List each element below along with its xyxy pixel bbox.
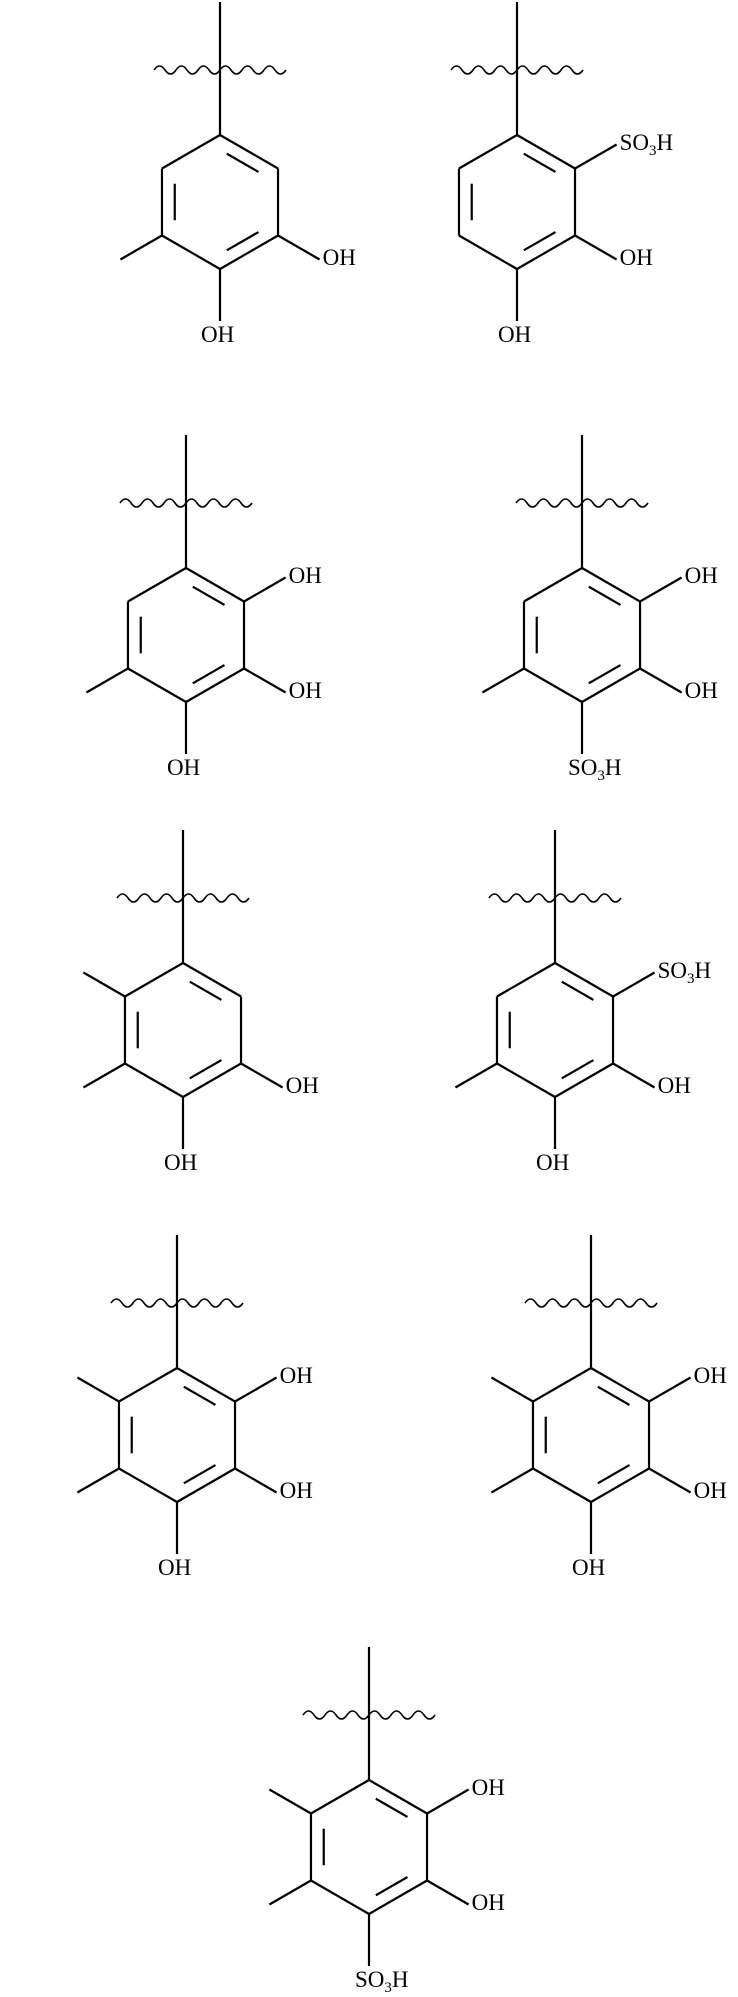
substituent-b-label: SO3H bbox=[355, 1968, 409, 1991]
substituent-rb-label: OH bbox=[472, 1891, 505, 1914]
substituent-rt-label: OH bbox=[472, 1776, 505, 1799]
